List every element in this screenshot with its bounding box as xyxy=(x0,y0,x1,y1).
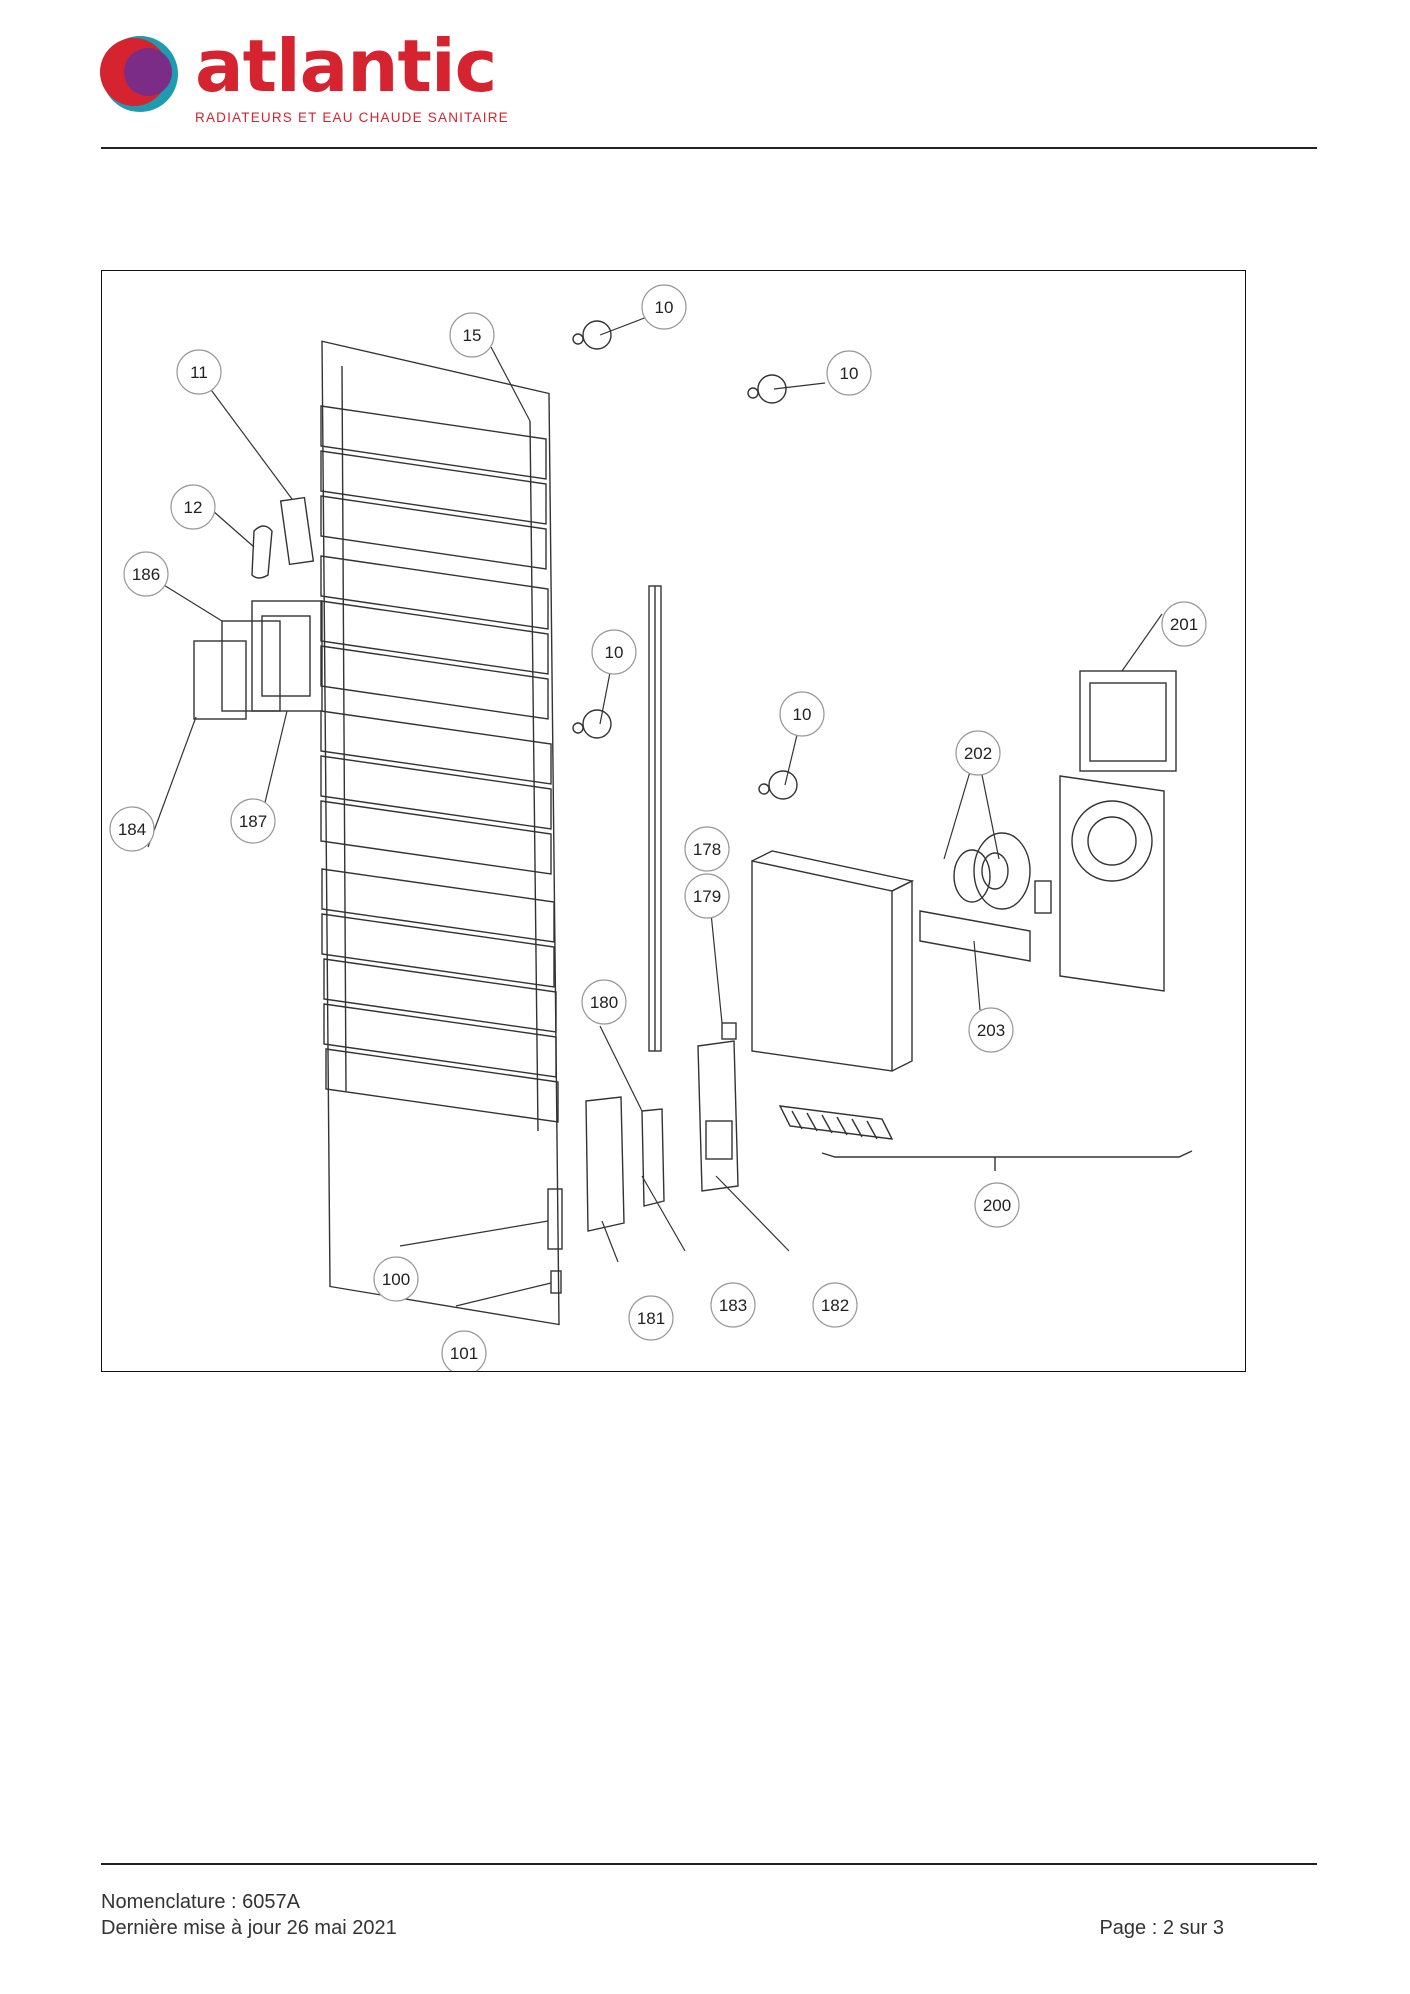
diagram-drawing: 10 15 11 10 12 186 201 10 10 202 184 187… xyxy=(109,284,1207,1371)
nomenclature-label: Nomenclature : 6057A xyxy=(101,1891,301,1913)
callout-184: 184 xyxy=(109,806,155,852)
callout-178: 178 xyxy=(684,826,730,872)
svg-text:183: 183 xyxy=(719,1296,747,1315)
svg-text:184: 184 xyxy=(118,820,146,839)
logo-mark-icon xyxy=(100,36,178,112)
callout-10-c: 10 xyxy=(591,629,637,675)
callout-203: 203 xyxy=(968,1007,1014,1053)
last-update-label: Dernière mise à jour 26 mai 2021 xyxy=(101,1917,397,1939)
svg-text:179: 179 xyxy=(693,887,721,906)
callouts: 10 15 11 10 12 186 201 10 10 202 184 187… xyxy=(109,284,1207,1371)
svg-text:15: 15 xyxy=(463,326,482,345)
svg-text:200: 200 xyxy=(983,1196,1011,1215)
callout-187: 187 xyxy=(230,798,276,844)
svg-text:181: 181 xyxy=(637,1309,665,1328)
callout-10-d: 10 xyxy=(779,691,825,737)
callout-183: 183 xyxy=(710,1282,756,1328)
svg-text:203: 203 xyxy=(977,1021,1005,1040)
callout-182: 182 xyxy=(812,1282,858,1328)
callout-201: 201 xyxy=(1161,601,1207,647)
svg-text:101: 101 xyxy=(450,1344,478,1363)
callout-181: 181 xyxy=(628,1295,674,1341)
svg-text:180: 180 xyxy=(590,993,618,1012)
callout-11: 11 xyxy=(176,349,222,395)
header-divider xyxy=(101,147,1317,149)
callout-186: 186 xyxy=(123,551,169,597)
footer-divider xyxy=(101,1863,1317,1865)
callout-15: 15 xyxy=(449,312,495,358)
electronics-casing xyxy=(751,860,893,1072)
exploded-parts-diagram: 10 15 11 10 12 186 201 10 10 202 184 187… xyxy=(101,270,1246,1372)
callout-100: 100 xyxy=(373,1256,419,1302)
callout-101: 101 xyxy=(441,1330,487,1371)
brand-tagline: RADIATEURS ET EAU CHAUDE SANITAIRE xyxy=(195,110,509,125)
callout-179: 179 xyxy=(684,873,730,919)
svg-text:10: 10 xyxy=(605,643,624,662)
svg-text:178: 178 xyxy=(693,840,721,859)
radiator-frame xyxy=(321,340,560,1326)
svg-text:10: 10 xyxy=(793,705,812,724)
svg-text:100: 100 xyxy=(382,1270,410,1289)
svg-text:202: 202 xyxy=(964,744,992,763)
svg-text:201: 201 xyxy=(1170,615,1198,634)
callout-10-a: 10 xyxy=(641,284,687,330)
callout-202: 202 xyxy=(955,730,1001,776)
svg-text:12: 12 xyxy=(184,498,203,517)
svg-text:11: 11 xyxy=(190,363,208,382)
atlantic-logo: atlantic RADIATEURS ET EAU CHAUDE SANITA… xyxy=(100,24,520,132)
callout-10-b: 10 xyxy=(826,350,872,396)
brand-name: atlantic xyxy=(195,24,497,108)
svg-text:10: 10 xyxy=(655,298,674,317)
callout-200: 200 xyxy=(974,1182,1020,1228)
callout-180: 180 xyxy=(581,979,627,1025)
page-number: Page : 2 sur 3 xyxy=(1099,1917,1224,1939)
radiator-slats xyxy=(320,405,559,1123)
end-caps xyxy=(572,320,798,800)
svg-text:182: 182 xyxy=(821,1296,849,1315)
svg-text:186: 186 xyxy=(132,565,160,584)
svg-text:187: 187 xyxy=(239,812,267,831)
callout-12: 12 xyxy=(170,484,216,530)
svg-text:10: 10 xyxy=(840,364,859,383)
